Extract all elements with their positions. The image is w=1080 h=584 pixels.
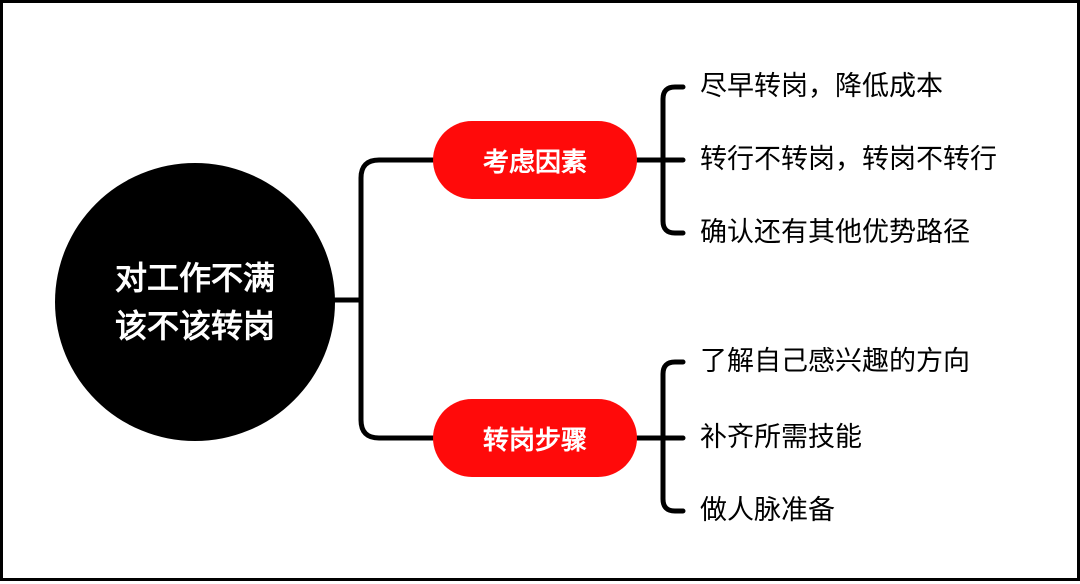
- leaf-node[interactable]: 转行不转岗，转岗不转行: [700, 144, 997, 175]
- branch-node-steps[interactable]: 转岗步骤: [433, 399, 637, 477]
- leaf-node[interactable]: 补齐所需技能: [700, 422, 862, 453]
- root-branch-connector: [358, 157, 436, 441]
- leaf-node[interactable]: 尽早转岗，降低成本: [700, 71, 943, 102]
- root-topic-line-2: 该不该转岗: [114, 307, 275, 345]
- branch-node-considerations[interactable]: 考虑因素: [433, 121, 637, 199]
- branch-label: 考虑因素: [482, 147, 587, 178]
- leaf-node[interactable]: 做人脉准备: [700, 495, 835, 526]
- branch-label: 转岗步骤: [482, 425, 587, 456]
- leaf-node[interactable]: 确认还有其他优势路径: [700, 217, 970, 248]
- root-topic-node[interactable]: 对工作不满 该不该转岗: [55, 163, 335, 441]
- root-topic-line-1: 对工作不满: [114, 259, 275, 297]
- leaf-node[interactable]: 了解自己感兴趣的方向: [700, 346, 970, 377]
- connector-lines: [332, 84, 686, 514]
